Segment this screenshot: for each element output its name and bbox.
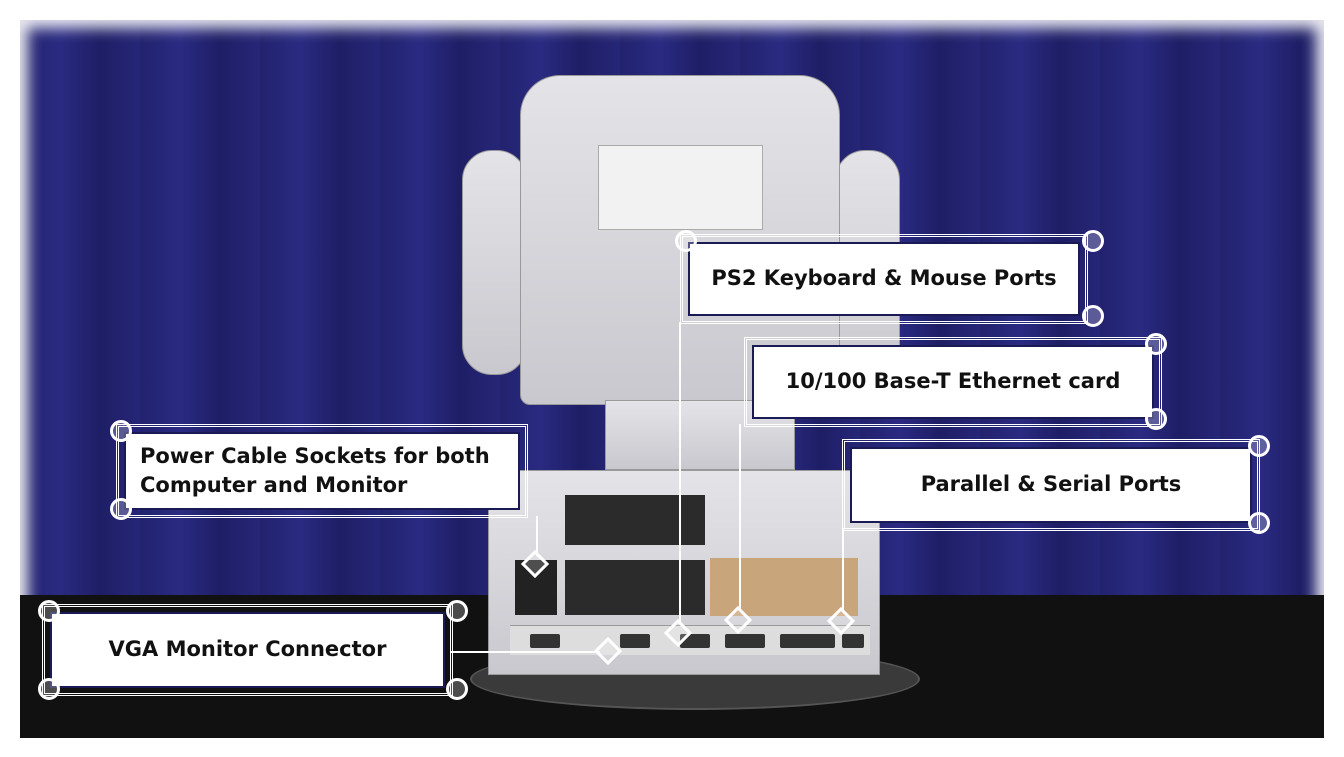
leader-line-ps2 — [679, 322, 681, 622]
leader-line-ethernet — [739, 424, 741, 610]
case-label — [710, 558, 858, 616]
expansion-slot — [565, 560, 705, 615]
leader-line-vga — [450, 651, 600, 653]
leader-line-parallel — [842, 528, 844, 612]
monitor-sticker — [598, 145, 763, 230]
callout-ps2: PS2 Keyboard & Mouse Ports — [680, 234, 1088, 324]
callout-vga: VGA Monitor Connector — [42, 604, 453, 696]
port-panel — [510, 625, 870, 655]
ornament-icon — [1248, 512, 1270, 534]
callout-text: VGA Monitor Connector — [108, 637, 387, 662]
callout-text: 10/100 Base-T Ethernet card — [785, 369, 1121, 394]
callout-text: Computer and Monitor — [140, 473, 408, 497]
power-port — [530, 634, 560, 648]
callout-power: Power Cable Sockets for both Computer an… — [116, 424, 528, 518]
serial-port — [842, 634, 864, 648]
ps2-ports — [680, 634, 710, 648]
callout-text: Parallel & Serial Ports — [920, 472, 1182, 497]
ornament-icon — [110, 498, 132, 520]
ornament-icon — [446, 678, 468, 700]
ornament-icon — [110, 420, 132, 442]
ornament-icon — [1248, 435, 1270, 457]
vga-port — [620, 634, 650, 648]
ethernet-port — [725, 634, 765, 648]
callout-text: PS2 Keyboard & Mouse Ports — [711, 266, 1057, 291]
monitor-handle-left — [462, 150, 527, 375]
ornament-icon — [38, 678, 60, 700]
ornament-icon — [675, 230, 697, 252]
parallel-port — [780, 634, 835, 648]
callout-parallel-serial: Parallel & Serial Ports — [842, 439, 1260, 531]
ornament-icon — [1082, 230, 1104, 252]
power-socket — [515, 560, 557, 615]
callout-text: Power Cable Sockets for both — [140, 443, 490, 468]
ornament-icon — [446, 600, 468, 622]
ornament-icon — [1145, 408, 1167, 430]
leader-line-power — [536, 516, 538, 556]
ornament-icon — [38, 600, 60, 622]
expansion-slot — [565, 495, 705, 545]
ornament-icon — [1082, 305, 1104, 327]
ornament-icon — [1145, 333, 1167, 355]
callout-ethernet: 10/100 Base-T Ethernet card — [744, 337, 1162, 427]
